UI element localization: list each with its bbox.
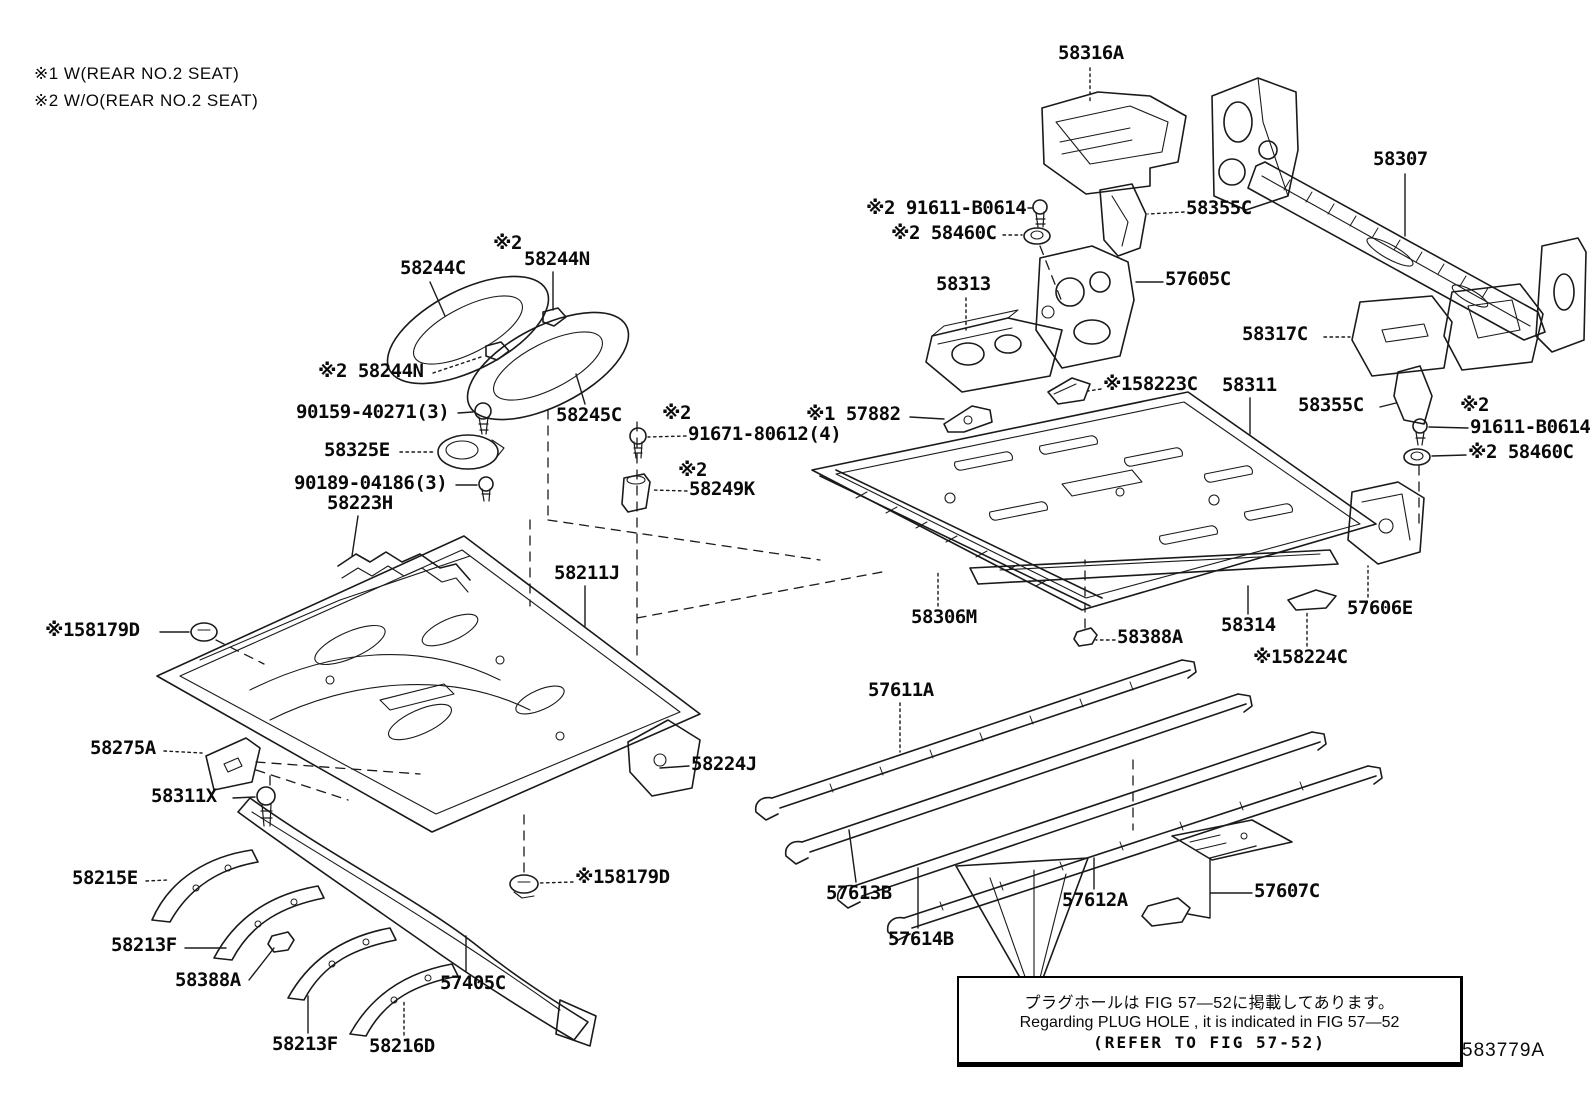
part-label: 58275A [90,737,156,759]
part-label: 57605C [1165,268,1231,290]
part-label: 57613B [826,882,892,904]
part-label: ※158179D [45,619,140,641]
part-label: 58311 [1222,374,1277,396]
part-label: 58213F [111,934,177,956]
part-label: 57607C [1254,880,1320,902]
part-label: 58316A [1058,42,1124,64]
part-label: 58216D [369,1035,435,1057]
part-label: 58244C [400,257,466,279]
part-label: 57611A [868,679,934,701]
part-label: 58388A [1117,626,1183,648]
drawing-number: 583779A [1462,1040,1546,1061]
part-label: ※2 [493,232,522,254]
part-label: 58311X [151,785,217,807]
part-label: 57405C [440,972,506,994]
part-label: 58215E [72,867,138,889]
part-label: 58313 [936,273,991,295]
part-label: ※1 57882 [806,403,901,425]
part-label: 57614B [888,928,954,950]
part-label: ※2 91611-B0614 [866,197,1027,219]
part-label: 90159-40271(3) [296,401,450,423]
note-line-english: Regarding PLUG HOLE , it is indicated in… [1019,1013,1400,1031]
part-label: 58224J [691,753,757,775]
legend: ※1 W(REAR NO.2 SEAT) ※2 W/O(REAR NO.2 SE… [34,60,258,114]
part-label: 58325E [324,439,390,461]
legend-item-1: ※1 W(REAR NO.2 SEAT) [34,64,240,83]
part-label: 58306M [911,606,977,628]
part-label: ※2 [678,459,707,481]
part-label: 58355C [1186,197,1252,219]
part-label: 58249K [689,478,755,500]
part-label: 58211J [554,562,620,584]
part-label: 91671-80612(4) [688,423,842,445]
part-label: 57612A [1062,889,1128,911]
part-label: 58245C [556,404,622,426]
part-label: 58213F [272,1033,338,1055]
part-label: 58388A [175,969,241,991]
part-label: 58317C [1242,323,1308,345]
part-label: 91611-B0614 [1470,416,1591,438]
part-label: ※2 [1460,394,1489,416]
part-label: ※2 58460C [1468,441,1574,463]
note-box: プラグホールは FIG 57—52に掲載してあります。 Regarding PL… [957,976,1463,1067]
note-line-refer: (REFER TO FIG 57-52) [1093,1032,1326,1052]
part-label: 57606E [1347,597,1413,619]
part-label: 58244N [524,248,590,270]
legend-item-2: ※2 W/O(REAR NO.2 SEAT) [34,91,259,111]
note-line-japanese: プラグホールは FIG 57—52に掲載してあります。 [1024,994,1395,1012]
part-label: ※158224C [1253,646,1348,668]
part-label: ※158179D [575,866,670,888]
part-label: ※158223C [1103,373,1198,395]
part-label: 90189-04186(3) [294,472,448,494]
part-label: ※2 58460C [891,222,997,244]
part-label: 58307 [1373,148,1428,170]
part-label: 58314 [1221,614,1276,636]
part-label: ※2 [662,402,691,424]
part-label: 58355C [1298,394,1364,416]
part-label: 58223H [327,492,393,514]
part-label: ※2 58244N [318,360,424,382]
